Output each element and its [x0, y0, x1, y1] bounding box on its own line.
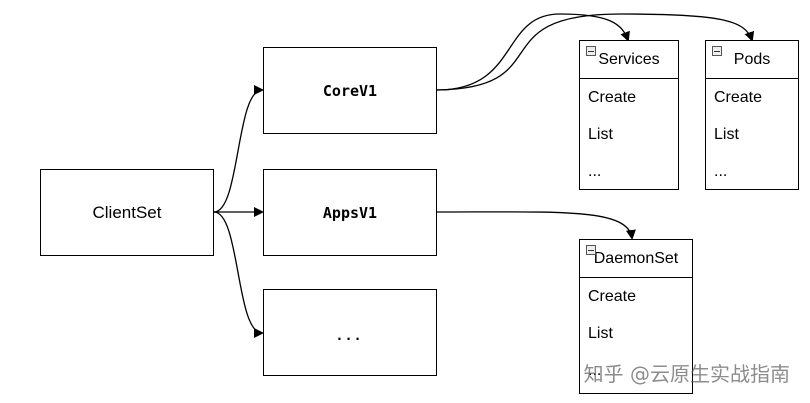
daemonset-class: DaemonSet Create List ...: [579, 239, 693, 394]
services-title: Services: [598, 50, 660, 68]
pods-method-list: List: [714, 126, 739, 143]
daemonset-method-create: Create: [588, 288, 637, 305]
collapse-icon[interactable]: [712, 46, 722, 56]
collapse-icon[interactable]: [586, 245, 596, 255]
pods-class: Pods Create List ...: [705, 40, 799, 190]
corev1-label: CoreV1: [322, 81, 378, 100]
more-label: ...: [336, 319, 364, 345]
edge-clientset-corev1: [213, 85, 264, 213]
more-node: ...: [263, 289, 437, 376]
services-method-create: Create: [588, 89, 637, 106]
pods-method-create: Create: [714, 89, 763, 106]
services-class: Services Create List ...: [579, 40, 679, 190]
services-method-list: List: [588, 126, 613, 143]
daemonset-method-more: ...: [588, 362, 602, 379]
clientset-label: ClientSet: [92, 202, 162, 222]
pods-title: Pods: [733, 50, 771, 68]
daemonset-title: DaemonSet: [593, 249, 679, 267]
edge-corev1-pods: [436, 13, 755, 91]
watermark: 知乎 @云原生实战指南: [583, 362, 790, 386]
corev1-node: CoreV1: [263, 47, 437, 134]
services-method-more: ...: [588, 163, 602, 180]
edge-corev1-services: [436, 13, 630, 91]
pods-method-more: ...: [714, 163, 728, 180]
clientset-node: ClientSet: [40, 169, 214, 256]
daemonset-method-list: List: [588, 325, 613, 342]
appsv1-label: AppsV1: [322, 203, 378, 222]
edge-clientset-more: [213, 211, 264, 338]
daemonset-header: DaemonSet: [580, 240, 692, 278]
pods-header: Pods: [706, 41, 798, 79]
services-header: Services: [580, 41, 678, 79]
edge-appsv1-daemonset: [436, 211, 636, 240]
collapse-icon[interactable]: [586, 46, 596, 56]
appsv1-node: AppsV1: [263, 169, 437, 256]
